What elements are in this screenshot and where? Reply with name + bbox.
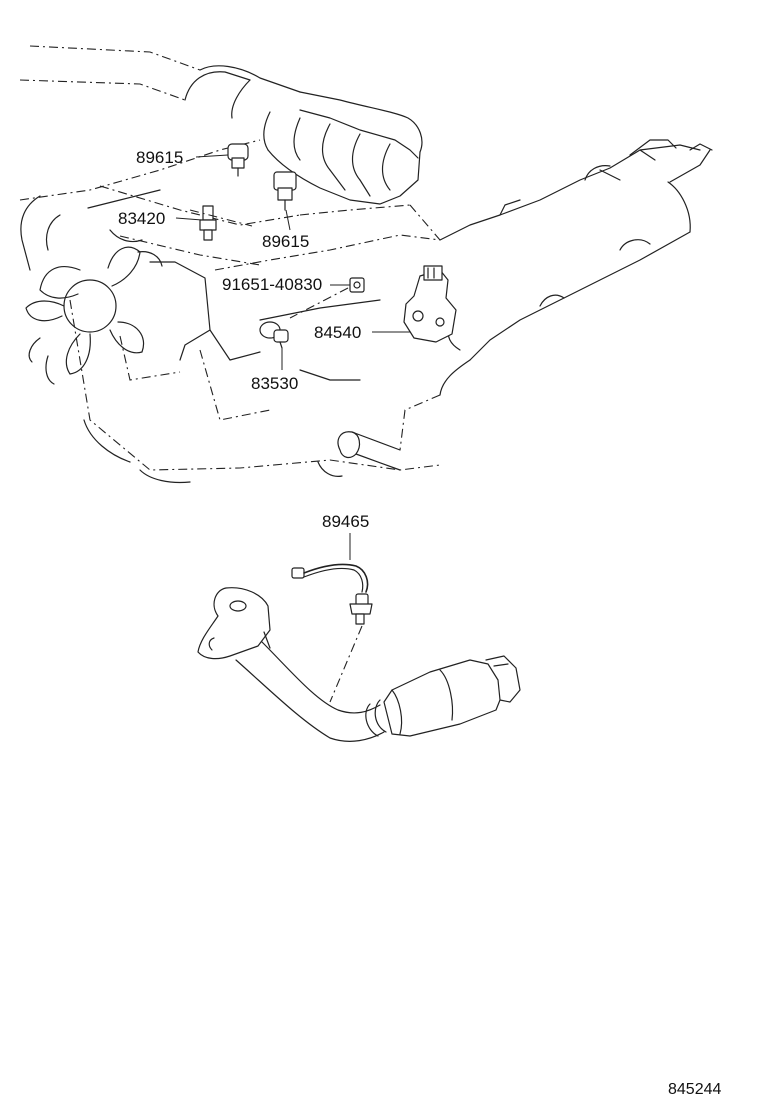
cooling-fan — [25, 246, 145, 385]
locator-line — [329, 625, 363, 703]
leader-lines — [175, 154, 410, 560]
callout-84540: 84540 — [314, 323, 361, 342]
callout-83530: 83530 — [251, 374, 298, 393]
engine-outline — [19, 45, 713, 484]
figure-reference-number: 845244 — [668, 1081, 721, 1098]
vacuum-switch-89615-upper — [227, 143, 249, 177]
exhaust-pipe-catalytic-converter — [197, 587, 521, 742]
callout-89615-upper: 89615 — [136, 148, 183, 167]
oil-pressure-switch-83530 — [259, 321, 289, 349]
callout-89465: 89465 — [322, 512, 369, 531]
vacuum-switch-89615-lower — [273, 171, 297, 211]
callout-89615-lower: 89615 — [262, 232, 309, 251]
locator-line — [189, 209, 253, 227]
temp-sensor-83420 — [199, 205, 217, 241]
locator-line — [289, 287, 349, 319]
callout-91651-40830: 91651-40830 — [222, 275, 322, 294]
callout-83420: 83420 — [118, 209, 165, 228]
bolt-91651-40830 — [349, 277, 365, 293]
oxygen-sensor-89465 — [291, 563, 373, 625]
neutral-start-switch-84540 — [403, 265, 457, 343]
